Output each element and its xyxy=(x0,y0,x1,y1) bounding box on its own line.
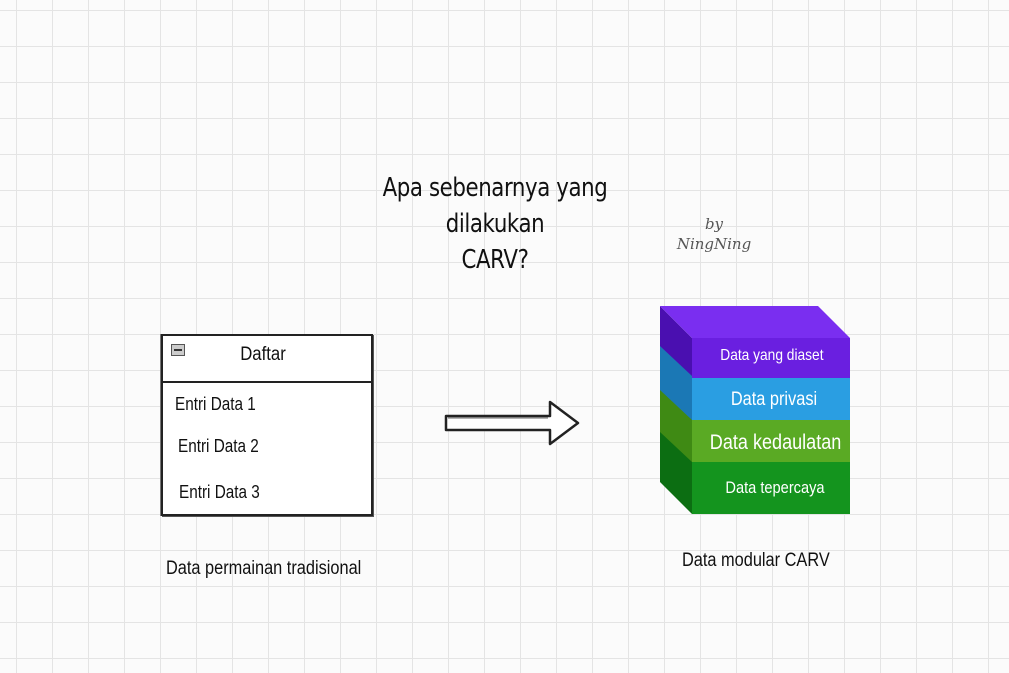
minimize-icon xyxy=(171,344,185,356)
caption-traditional: Data permainan tradisional xyxy=(166,558,362,579)
title-line-1: Apa sebenarnya yang dilakukan xyxy=(382,173,608,239)
list-title: Daftar xyxy=(240,344,286,365)
caption-carv: Data modular CARV xyxy=(682,550,830,571)
layer-label-trusted: Data tepercaya xyxy=(725,478,825,497)
list-item: Entri Data 3 xyxy=(179,482,260,502)
layer-label-sovereignty: Data kedaulatan xyxy=(709,431,842,454)
list-header: Daftar xyxy=(163,336,371,383)
layer-label-asset: Data yang diaset xyxy=(720,347,824,364)
right-arrow-icon xyxy=(444,400,580,446)
list-item: Entri Data 2 xyxy=(178,436,259,456)
layer-4-face xyxy=(692,462,850,514)
layer-1-face xyxy=(692,338,850,378)
layer-3-face xyxy=(692,420,850,462)
list-item: Entri Data 1 xyxy=(175,394,256,414)
layer-2-face xyxy=(692,378,850,420)
diagram-title: Apa sebenarnya yang dilakukan CARV? xyxy=(335,170,655,278)
title-line-2: CARV? xyxy=(461,245,529,275)
byline-name: NingNing xyxy=(676,235,752,253)
layer-label-privacy: Data privasi xyxy=(730,389,818,410)
modular-data-stack xyxy=(660,306,850,514)
traditional-data-list: Daftar Entri Data 1 Entri Data 2 Entri D… xyxy=(161,334,373,516)
byline-by: by xyxy=(704,215,724,233)
author-signature: by NingNing xyxy=(674,214,754,254)
